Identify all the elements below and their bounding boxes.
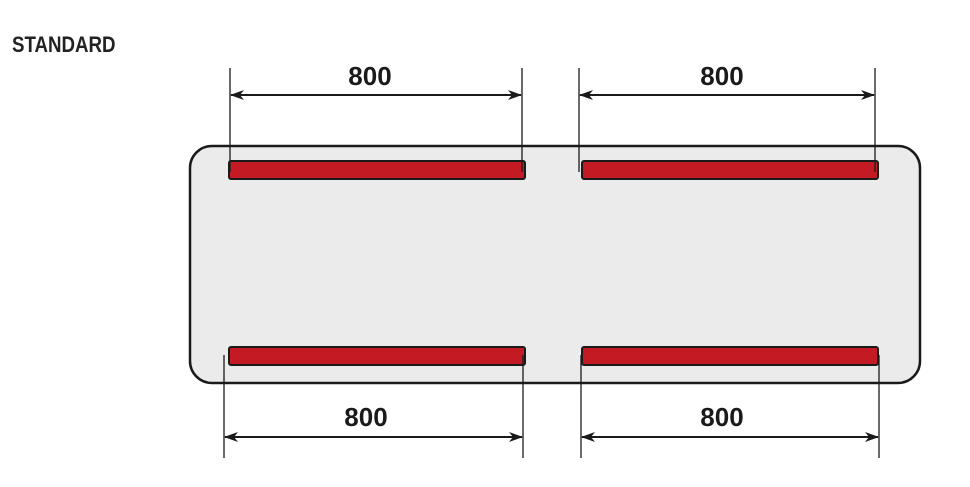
bar-bottom-right [581, 346, 879, 366]
dimension-label-top-right: 800 [700, 61, 743, 91]
dimension-bottom-left [223, 355, 524, 458]
dimension-label-bottom-right: 800 [700, 402, 743, 432]
bar-top-left [228, 160, 526, 180]
bar-bottom-left [228, 346, 526, 366]
dimension-label-bottom-left: 800 [344, 402, 387, 432]
board [188, 144, 922, 385]
dimension-label-top-left: 800 [348, 61, 391, 91]
dimension-top-right [578, 68, 876, 172]
dimension-bottom-right [580, 355, 880, 458]
diagram-title: STANDARD [12, 32, 116, 57]
bar-top-right [581, 160, 879, 180]
dimension-top-left [229, 68, 523, 172]
